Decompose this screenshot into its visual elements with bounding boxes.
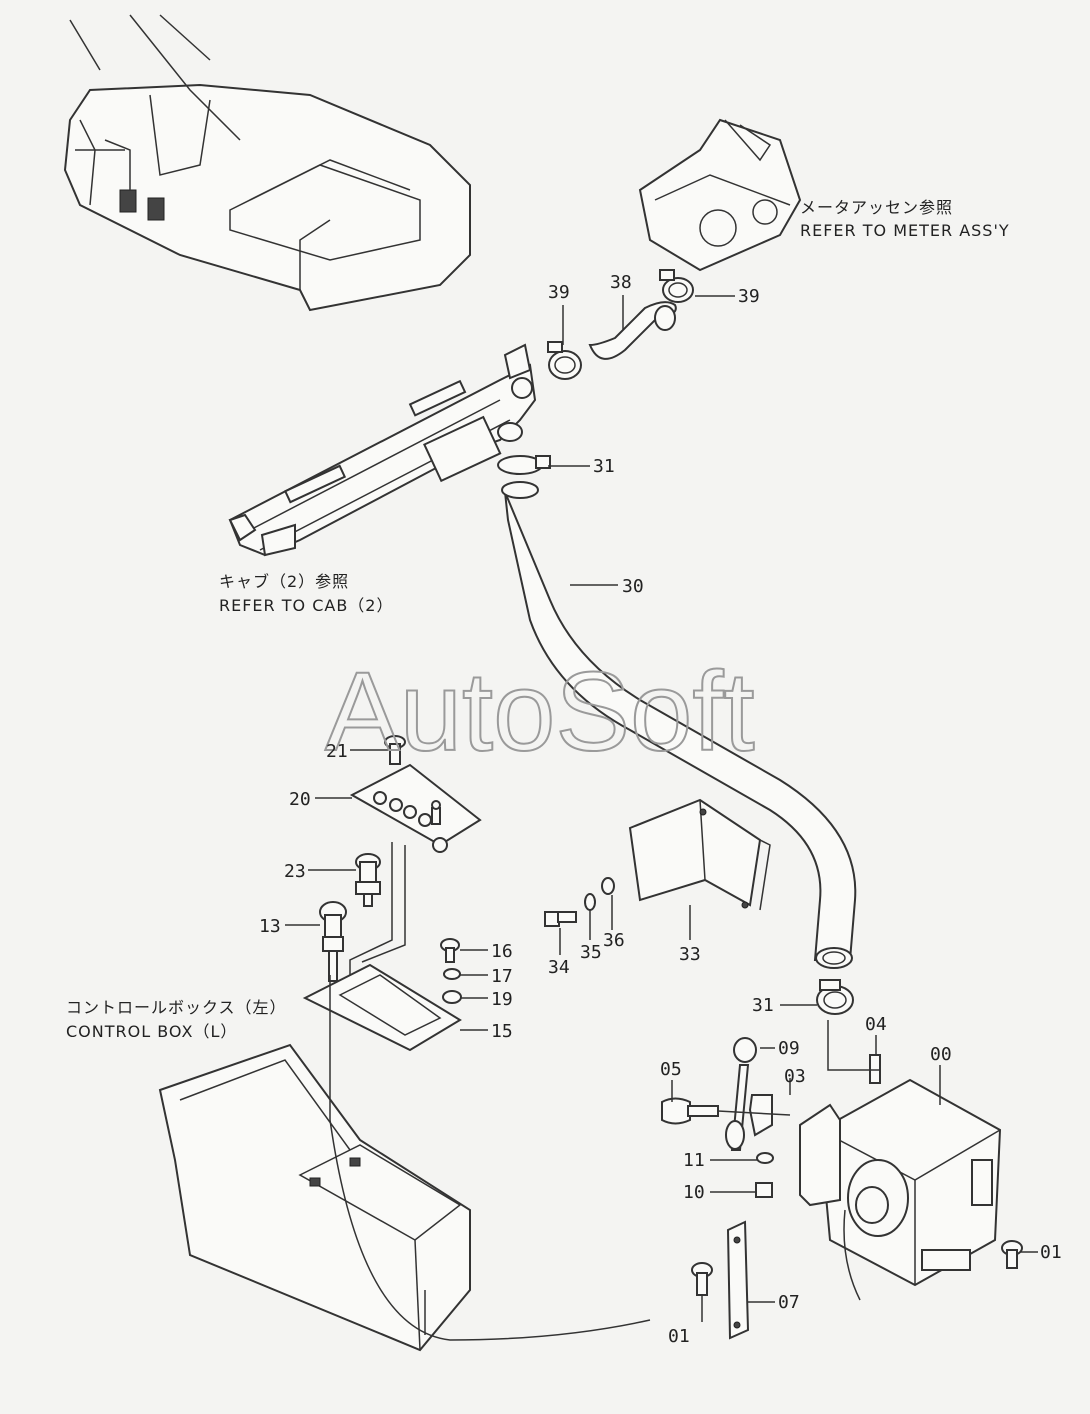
hose-38	[588, 301, 677, 360]
note-meter-jp: メータアッセン参照	[800, 198, 953, 217]
part-label-01: 01	[1040, 1242, 1062, 1263]
part-label-00: 00	[930, 1044, 952, 1065]
switch-23	[355, 853, 381, 907]
bracket-07	[726, 1220, 750, 1340]
part-label-07: 07	[778, 1292, 800, 1313]
part-number-labels: 39 38 39 31 30 21 20 23 13 16 17 19 15 3…	[259, 272, 1062, 1347]
washer-19	[442, 990, 462, 1004]
part-label-09: 09	[778, 1038, 800, 1059]
control-box-left	[158, 1043, 471, 1352]
heater-pipe	[827, 1020, 880, 1071]
knob-09	[733, 1037, 757, 1063]
part-label-15: 15	[491, 1021, 513, 1042]
part-label-05: 05	[660, 1059, 682, 1080]
bolt-05	[661, 1097, 719, 1125]
clamp-39-left	[547, 341, 582, 380]
note-meter-en: REFER TO METER ASS'Y	[800, 221, 1010, 240]
part-label-11: 11	[683, 1150, 705, 1171]
bracket-03	[748, 1094, 773, 1137]
part-label-23: 23	[284, 861, 306, 882]
note-cab-en: REFER TO CAB（2）	[219, 596, 393, 615]
part-label-30: 30	[622, 576, 644, 597]
part-label-39: 39	[738, 286, 760, 307]
watermark: AutoSoft	[325, 649, 755, 774]
part-label-13: 13	[259, 916, 281, 937]
note-cab-jp: キャブ（2）参照	[219, 572, 349, 591]
part-label-03: 03	[784, 1066, 806, 1087]
part-label-34: 34	[548, 957, 570, 978]
part-label-36: 36	[603, 930, 625, 951]
clamp-31-lower	[816, 979, 854, 1015]
washer-36	[601, 877, 615, 895]
part-label-10: 10	[683, 1182, 705, 1203]
note-box-en: CONTROL BOX（L）	[66, 1022, 237, 1041]
wire-bundle	[349, 842, 406, 975]
washer-17	[443, 968, 461, 980]
part-label-16: 16	[491, 941, 513, 962]
clamp-39-right	[659, 269, 694, 303]
lever-rod	[725, 1064, 750, 1151]
part-label-31: 31	[593, 456, 615, 477]
part-label-04: 04	[865, 1014, 887, 1035]
part-label-39: 39	[548, 282, 570, 303]
part-label-01: 01	[668, 1326, 690, 1347]
part-label-21: 21	[326, 741, 348, 762]
part-label-19: 19	[491, 989, 513, 1010]
screw-16	[440, 938, 460, 963]
part-label-38: 38	[610, 272, 632, 293]
clamp-31-upper	[497, 455, 551, 475]
bracket-33	[628, 798, 771, 911]
part-label-35: 35	[580, 942, 602, 963]
note-box-jp: コントロールボックス（左）	[66, 998, 287, 1017]
bolt-01-right	[1001, 1240, 1023, 1269]
bolt-21	[384, 735, 406, 765]
switch-panel-20	[349, 763, 482, 853]
meter-cover	[638, 118, 802, 272]
cable-route	[329, 975, 651, 1341]
duct-assembly	[228, 343, 537, 557]
leader-lines	[285, 295, 1038, 1322]
bolt-01-lower	[691, 1262, 713, 1296]
bolt-34	[544, 911, 577, 927]
part-label-17: 17	[491, 966, 513, 987]
washer-35	[584, 893, 596, 911]
switch-13	[319, 901, 347, 982]
washer-11	[756, 1152, 774, 1164]
part-label-20: 20	[289, 789, 311, 810]
heater-unit-00	[799, 1078, 1002, 1301]
part-label-33: 33	[679, 944, 701, 965]
plate-15	[302, 963, 462, 1052]
pin-04	[869, 1054, 881, 1084]
cab-floor-assembly	[63, 14, 471, 312]
part-label-31: 31	[752, 995, 774, 1016]
hose-30	[501, 481, 857, 969]
nut-10	[755, 1182, 773, 1198]
